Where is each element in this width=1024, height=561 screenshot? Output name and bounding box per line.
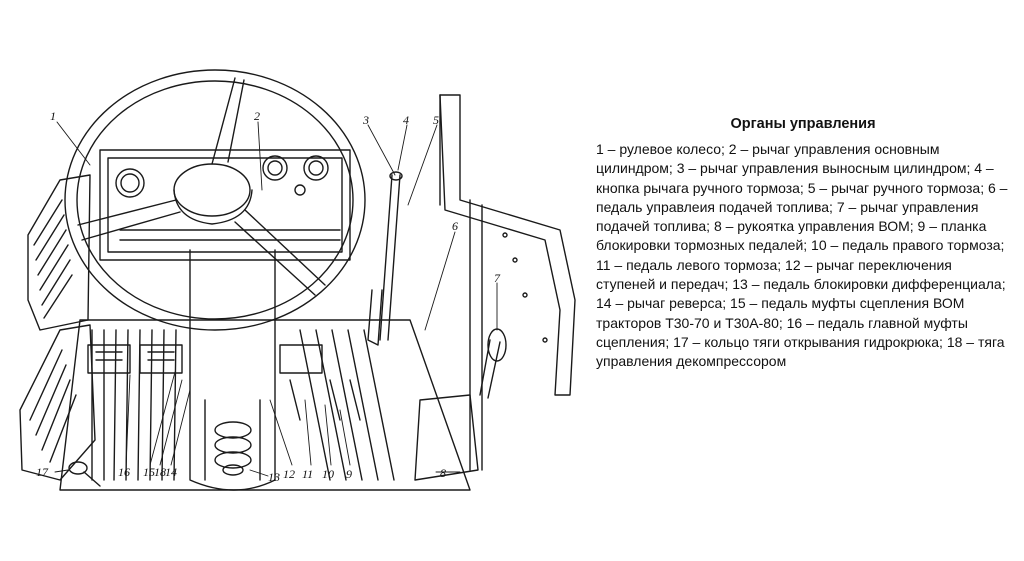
- callout-1: 1: [50, 109, 56, 123]
- callout-12: 12: [283, 467, 295, 481]
- tractor-controls-drawing: 1 2 3 4 5 6 7 8 9 10 11 12 13 14 15 16 1…: [19, 69, 576, 491]
- legend-title: Органы управления: [730, 116, 876, 132]
- legend-text: 1 – рулевое колесо; 2 – рычаг управления…: [596, 141, 1008, 370]
- callout-6: 6: [452, 219, 458, 233]
- callout-18: 18: [154, 465, 166, 479]
- callout-11: 11: [302, 467, 313, 481]
- hook-ring: [68, 461, 101, 487]
- callout-15: 15: [143, 465, 155, 479]
- floor-plate: [59, 319, 471, 491]
- callout-13: 13: [268, 470, 280, 484]
- callout-2: 2: [254, 109, 260, 123]
- left-fender: [19, 174, 96, 481]
- callout-5: 5: [433, 113, 439, 127]
- callout-10: 10: [322, 467, 334, 481]
- callout-16: 16: [118, 465, 130, 479]
- cab-frame: [439, 94, 576, 471]
- callout-9: 9: [346, 467, 352, 481]
- pedals: [87, 344, 361, 421]
- callout-17: 17: [36, 465, 49, 479]
- callout-3: 3: [362, 113, 369, 127]
- callout-4: 4: [403, 113, 409, 127]
- callout-labels: 1 2 3 4 5 6 7 8 9 10 11 12 13 14 15 16 1…: [36, 109, 501, 484]
- fuel-lever: [414, 328, 507, 481]
- leader-lines: [54, 121, 498, 477]
- callout-7: 7: [494, 271, 501, 285]
- callout-8: 8: [440, 466, 446, 480]
- dashboard: [99, 149, 351, 261]
- steering-column: [189, 249, 276, 491]
- hand-levers: [367, 171, 403, 346]
- callout-14: 14: [165, 465, 177, 479]
- steering-wheel: [64, 69, 366, 331]
- legend-panel: Органы управления 1 – рулевое колесо; 2 …: [596, 116, 1010, 372]
